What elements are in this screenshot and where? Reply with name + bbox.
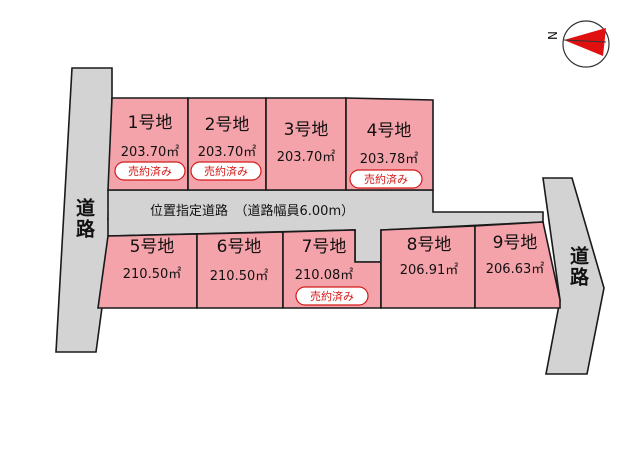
sold-badge-text: 売約済み xyxy=(364,172,408,186)
lot-2-label: 2号地 xyxy=(205,115,250,135)
sold-badge-lot-2: 売約済み xyxy=(190,161,262,181)
compass: N xyxy=(546,20,610,68)
sold-badge-lot-1: 売約済み xyxy=(114,161,186,181)
lot-3-area: 203.70㎡ xyxy=(277,150,336,165)
right-road-label: 道路 xyxy=(567,245,589,288)
lot-1-area: 203.70㎡ xyxy=(121,145,180,160)
lot-2-area: 203.70㎡ xyxy=(198,145,257,160)
lot-7-label: 7号地 xyxy=(302,237,347,257)
lot-8-label: 8号地 xyxy=(407,235,452,255)
lot-8-area: 206.91㎡ xyxy=(400,263,459,278)
left-road-label: 道路 xyxy=(73,197,95,240)
lot-7-area: 210.08㎡ xyxy=(295,268,354,283)
lot-4[interactable] xyxy=(345,97,434,191)
sold-badge-text: 売約済み xyxy=(128,164,172,178)
lot-3-label: 3号地 xyxy=(284,120,329,140)
lot-9[interactable] xyxy=(474,221,561,309)
lot-5-area: 210.50㎡ xyxy=(123,267,182,282)
lot-4-area: 203.78㎡ xyxy=(360,152,419,167)
lot-4-label: 4号地 xyxy=(367,121,412,141)
compass-north-label: N xyxy=(546,31,560,40)
designated-road-label: 位置指定道路 （道路幅員6.00m） xyxy=(150,203,354,219)
north-arrow-icon xyxy=(564,28,606,56)
sold-badge-text: 売約済み xyxy=(204,164,248,178)
sold-badge-lot-4: 売約済み xyxy=(349,169,423,189)
lot-9-area: 206.63㎡ xyxy=(486,262,545,277)
sold-badge-lot-7: 売約済み xyxy=(295,286,369,306)
lot-3[interactable] xyxy=(265,97,347,191)
lot-6-label: 6号地 xyxy=(217,237,262,257)
lot-9-label: 9号地 xyxy=(493,233,538,253)
lot-5-label: 5号地 xyxy=(130,237,175,257)
lot-1-label: 1号地 xyxy=(128,113,173,133)
lot-6-area: 210.50㎡ xyxy=(210,269,269,284)
compass-needle-line xyxy=(563,39,607,43)
sold-badge-text: 売約済み xyxy=(310,289,354,303)
